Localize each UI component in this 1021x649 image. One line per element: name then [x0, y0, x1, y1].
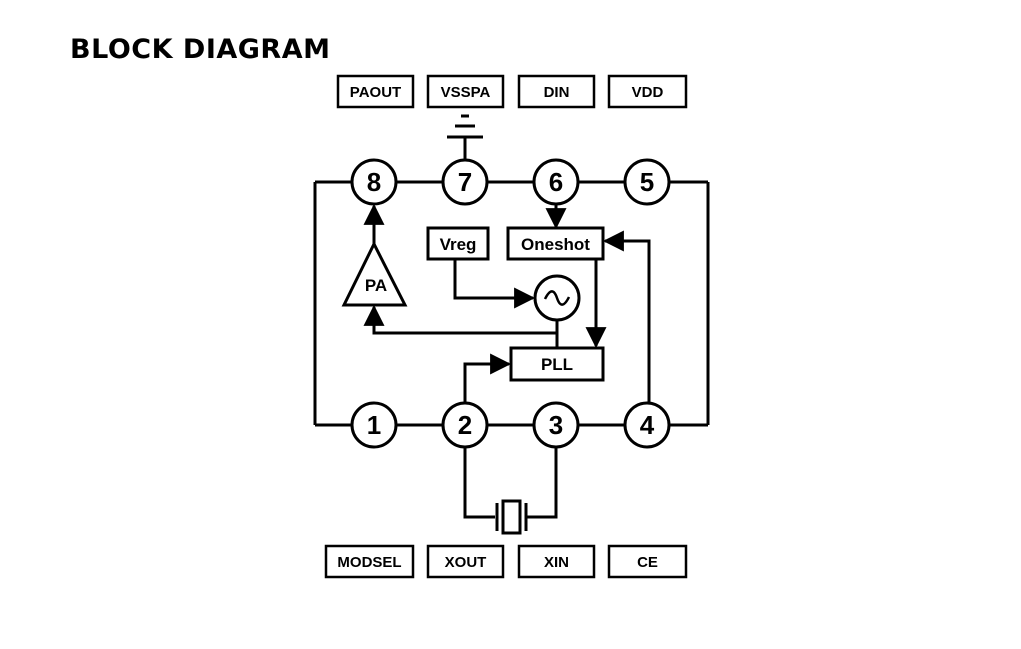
oneshot-label: Oneshot [521, 235, 590, 254]
label-box-vdd [607, 74, 688, 109]
pin-5-circle [623, 158, 671, 206]
pin-3-number: 3 [549, 410, 563, 440]
vreg-block [426, 226, 490, 261]
pa-amplifier-triangle [341, 240, 408, 307]
pin-6-number: 6 [549, 167, 563, 197]
sine-wave-icon [543, 290, 571, 306]
label-box-paout [336, 74, 415, 109]
pin-1-circle [350, 401, 398, 449]
label-modsel: MODSEL [337, 554, 401, 571]
label-box-xin [517, 544, 596, 579]
pin-4-number: 4 [640, 410, 655, 440]
pin-3-circle [532, 401, 580, 449]
pll-block [509, 346, 605, 382]
pin-5-number: 5 [640, 167, 654, 197]
crystal-icon [495, 499, 528, 535]
label-vsspa: VSSPA [441, 84, 491, 101]
label-paout: PAOUT [350, 84, 401, 101]
wire-vreg-oscillator [453, 260, 536, 309]
pin-6-circle [532, 158, 580, 206]
pin-8-number: 8 [367, 167, 381, 197]
label-box-modsel [324, 544, 415, 579]
label-xout: XOUT [445, 554, 487, 571]
pin-2-circle [441, 401, 489, 449]
pll-label: PLL [541, 355, 573, 374]
label-box-ce [607, 544, 688, 579]
label-vdd: VDD [632, 84, 664, 101]
wire-pin2-pll [463, 353, 512, 403]
oneshot-block [506, 226, 605, 261]
wire-oscillator-pa [363, 304, 559, 335]
wire-pin3-crystal [527, 447, 558, 519]
wire-pin2-crystal [463, 447, 495, 519]
label-box-vsspa [426, 74, 505, 109]
page-title: BLOCK DIAGRAM [70, 34, 331, 65]
label-xin: XIN [544, 554, 569, 571]
pin-2-number: 2 [458, 410, 472, 440]
pin-7-number: 7 [458, 167, 472, 197]
pa-label: PA [365, 276, 387, 295]
wire-pin4-oneshot [602, 230, 651, 403]
label-box-xout [426, 544, 505, 579]
pin-7-circle [441, 158, 489, 206]
label-box-din [517, 74, 596, 109]
pin-8-circle [350, 158, 398, 206]
vreg-label: Vreg [440, 235, 477, 254]
label-ce: CE [637, 554, 658, 571]
pin-1-number: 1 [367, 410, 381, 440]
label-din: DIN [544, 84, 570, 101]
pin-4-circle [623, 401, 671, 449]
